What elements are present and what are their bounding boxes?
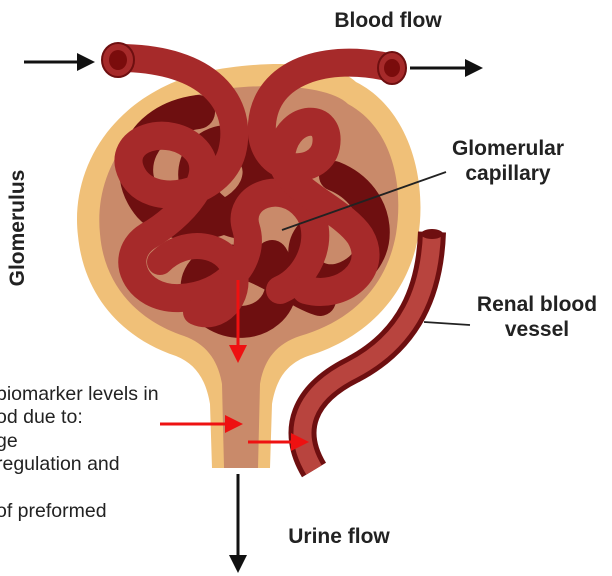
renal-blood-vessel-line-1: Renal blood [462, 292, 612, 317]
note-line-4: regulation and [0, 453, 226, 476]
biomarker-note: biomarker levels in od due to: ge regula… [0, 383, 226, 523]
urine-flow-label: Urine flow [262, 524, 416, 549]
blood-flow-label: Blood flow [316, 8, 460, 33]
note-line-1: biomarker levels in [0, 383, 226, 406]
efferent-vessel-end [378, 52, 406, 84]
afferent-vessel-end [102, 43, 134, 77]
glomerulus-label: Glomerulus [6, 148, 30, 308]
glomerular-capillary-line-1: Glomerular [436, 136, 580, 161]
note-line-5 [0, 477, 226, 500]
glomerular-capillary-line-2: capillary [436, 161, 580, 186]
renal-blood-vessel-label: Renal blood vessel [462, 292, 612, 342]
note-line-2: od due to: [0, 406, 226, 429]
note-line-3: ge [0, 430, 226, 453]
glomerular-capillary-label: Glomerular capillary [436, 136, 580, 186]
renal-vessel-end [421, 229, 443, 239]
renal-blood-vessel-line-2: vessel [462, 317, 612, 342]
note-line-6: of preformed [0, 500, 226, 523]
